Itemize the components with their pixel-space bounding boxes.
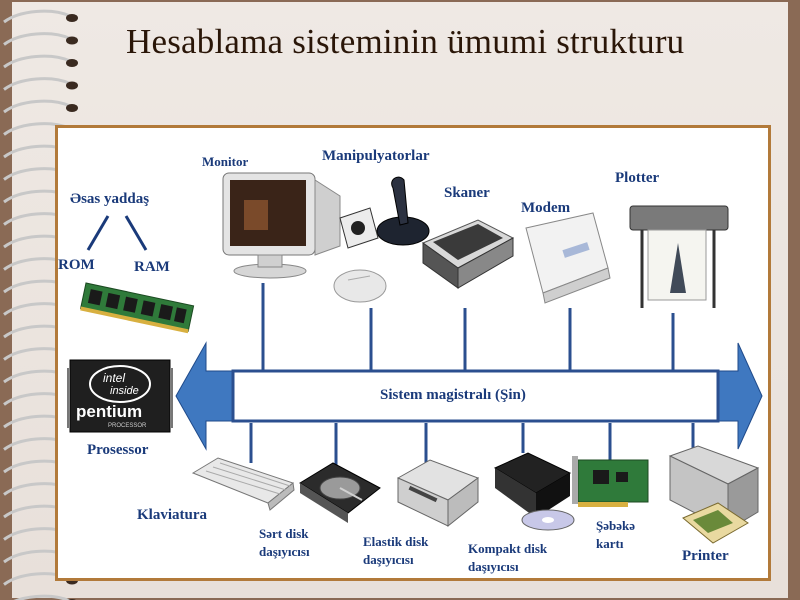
- hdd-icon: [299, 462, 381, 523]
- plotter-icon: [629, 205, 729, 308]
- pentium-chip-icon: intel inside pentium PROCESSOR: [67, 359, 173, 433]
- label-hdd: Sərt disk daşıyıcısı: [259, 525, 310, 561]
- bottom-connectors: [249, 423, 695, 468]
- diagram-frame: intel inside pentium PROCESSOR: [55, 125, 771, 581]
- manipulators-icon: [333, 176, 430, 303]
- binding-hole: [66, 59, 78, 67]
- monitor-icon: [222, 172, 341, 279]
- label-netcard: Şəbəkə kartı: [596, 517, 635, 553]
- spiral-coil: [3, 9, 71, 24]
- label-netcard-line1: Şəbəkə: [596, 518, 635, 533]
- bus-arrow-left: [175, 341, 234, 451]
- label-plotter: Plotter: [615, 170, 660, 186]
- label-fdd-line2: daşıyıcısı: [363, 552, 414, 567]
- scanner-icon: [421, 219, 515, 289]
- svg-text:inside: inside: [110, 385, 139, 397]
- spiral-coil: [13, 594, 71, 600]
- binding-hole: [66, 14, 78, 22]
- binding-hole: [66, 81, 78, 90]
- spiral-coil: [3, 54, 71, 69]
- bus-body: [231, 369, 720, 423]
- network-card-icon: [572, 456, 649, 507]
- memory-branch: [86, 215, 148, 251]
- label-processor: Prosessor: [87, 442, 149, 458]
- svg-text:PROCESSOR: PROCESSOR: [108, 423, 147, 429]
- printer-icon: [668, 445, 760, 544]
- slide-title: Hesablama sisteminin ümumi strukturu: [126, 22, 685, 61]
- bus-arrow-right: [717, 342, 763, 450]
- label-printer: Printer: [682, 548, 729, 564]
- label-system-bus: Sistem magistralı (Şin): [380, 387, 526, 403]
- spiral-coil: [3, 77, 71, 91]
- label-rom: ROM: [58, 257, 95, 273]
- binding-hole: [66, 104, 78, 112]
- label-scanner: Skaner: [444, 185, 490, 201]
- spiral-coil: [3, 99, 71, 114]
- spiral-coil: [3, 32, 71, 46]
- keyboard-icon: [191, 457, 295, 511]
- label-main-memory: Əsas yaddaş: [70, 191, 150, 207]
- ram-module-icon: [80, 282, 195, 334]
- label-netcard-line2: kartı: [596, 536, 624, 551]
- top-connectors: [261, 283, 675, 371]
- cdrom-icon: [493, 452, 575, 531]
- label-cdrom-line1: Kompakt disk: [468, 541, 548, 556]
- modem-icon: [525, 212, 611, 304]
- label-manipulators: Manipulyatorlar: [322, 148, 430, 164]
- label-cdrom: Kompakt disk daşıyıcısı: [468, 540, 547, 576]
- label-fdd: Elastik disk daşıyıcısı: [363, 533, 428, 569]
- label-fdd-line1: Elastik disk: [363, 534, 429, 549]
- system-bus: [175, 341, 763, 451]
- label-keyboard: Klaviatura: [137, 507, 207, 523]
- label-cdrom-line2: daşıyıcısı: [468, 559, 519, 574]
- svg-text:pentium: pentium: [76, 402, 142, 421]
- label-hdd-line2: daşıyıcısı: [259, 544, 310, 559]
- label-hdd-line1: Sərt disk: [259, 526, 309, 541]
- label-monitor: Monitor: [202, 154, 249, 169]
- svg-text:intel: intel: [103, 371, 125, 385]
- binding-hole: [66, 36, 78, 45]
- diagram-canvas: intel inside pentium PROCESSOR: [67, 172, 763, 544]
- label-ram: RAM: [134, 259, 170, 275]
- label-modem: Modem: [521, 200, 571, 216]
- fdd-icon: [396, 459, 480, 528]
